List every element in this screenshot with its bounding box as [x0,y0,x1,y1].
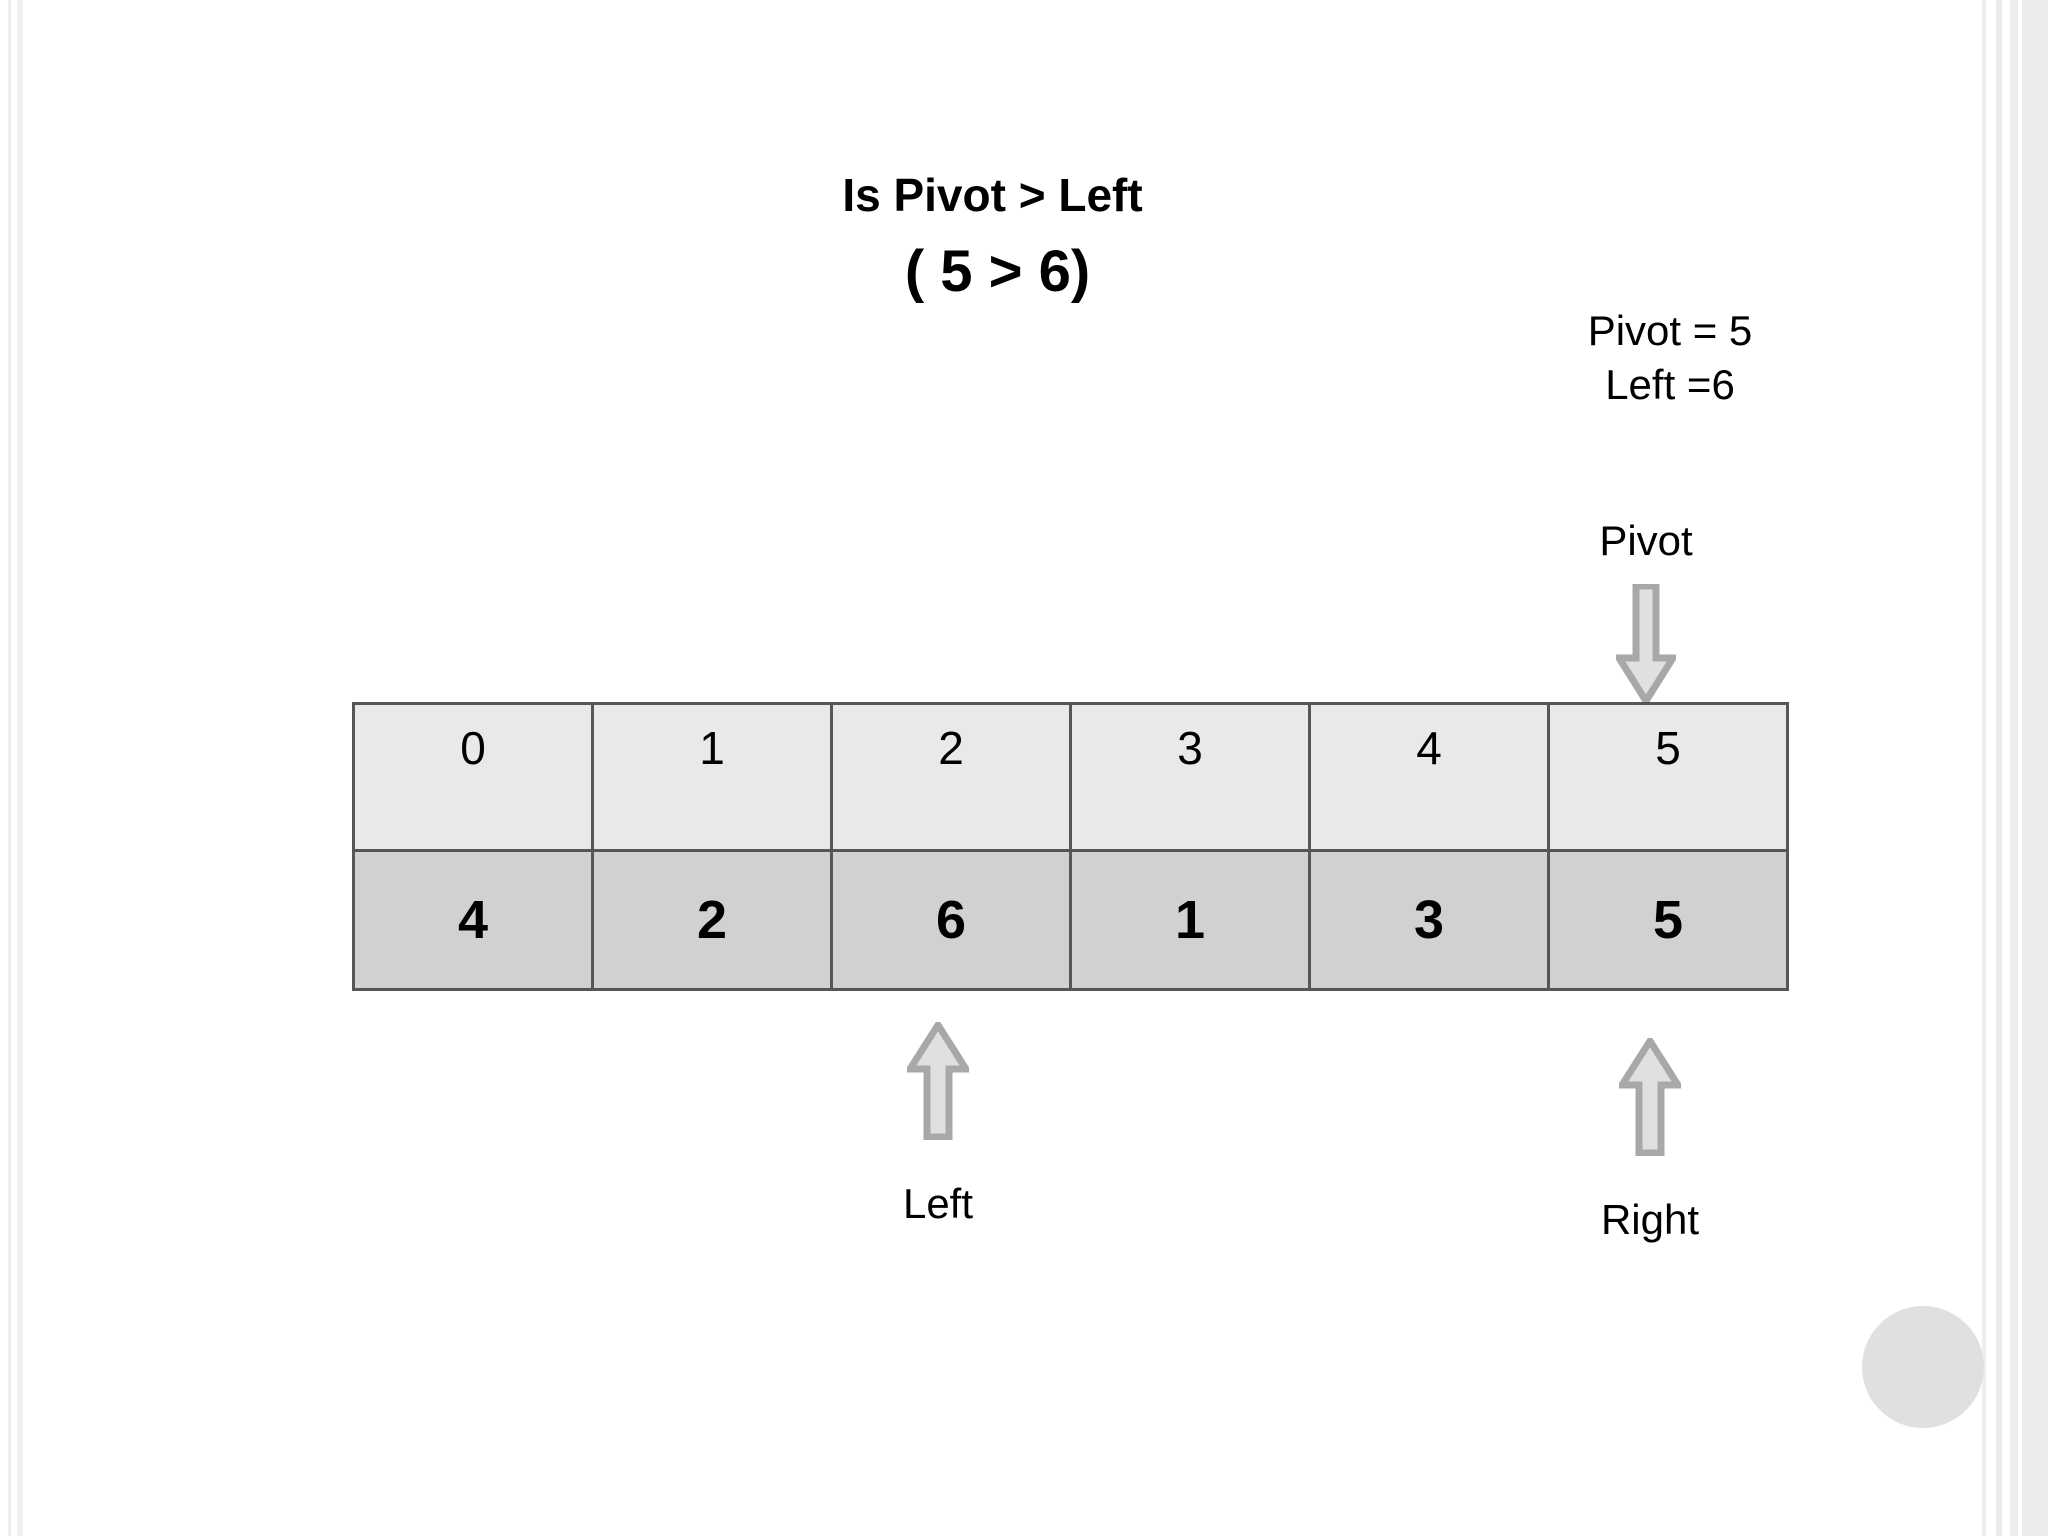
right-pointer-label: Right [1600,1196,1700,1243]
right-pointer: Right [1545,1034,1755,1243]
pivot-pointer-label: Pivot [1599,517,1693,564]
page-edge-line-right-2 [1996,0,2002,1536]
array-index-cell-2[interactable]: 2 [830,702,1072,852]
arrow-up-icon [833,1018,1043,1145]
pivot-left-readout: Pivot = 5 Left =6 [1505,304,1835,412]
array-index-cell-5[interactable]: 5 [1547,702,1789,852]
array-value-cell-3[interactable]: 1 [1069,849,1311,991]
page-title: Is Pivot > Left ( 5 > 6) [0,168,1990,305]
array-value-row: 4 2 6 1 3 5 [352,849,1789,991]
array-index-cell-0[interactable]: 0 [352,702,594,852]
array-index-cell-3[interactable]: 3 [1069,702,1311,852]
array-index-cell-1[interactable]: 1 [591,702,833,852]
array-index-cell-4[interactable]: 4 [1308,702,1550,852]
array-index-row: 0 1 2 3 4 5 [352,702,1789,852]
array-table: 0 1 2 3 4 5 4 2 6 1 3 5 [352,702,1789,991]
arrow-down-icon [1546,582,1746,709]
page-edge-line-left-inner [17,0,23,1536]
page-title-line-2: ( 5 > 6) [904,239,1091,304]
arrow-up-icon [1545,1034,1755,1161]
left-pointer: Left [833,1018,1043,1227]
array-value-cell-1[interactable]: 2 [591,849,833,991]
page-edge-line-left-outer [8,0,11,1536]
page-edge-line-right-1 [1982,0,1986,1536]
array-value-cell-0[interactable]: 4 [352,849,594,991]
page-title-line-1: Is Pivot > Left [842,169,1143,221]
array-value-cell-5[interactable]: 5 [1547,849,1789,991]
page-edge-line-right-4 [2022,0,2048,1536]
readout-pivot-value: Pivot = 5 [1587,307,1753,354]
decorative-circle [1862,1306,1984,1428]
pivot-pointer: Pivot [1546,520,1746,709]
array-value-cell-4[interactable]: 3 [1308,849,1550,991]
left-pointer-label: Left [902,1180,974,1227]
page-edge-line-right-3 [2010,0,2018,1536]
array-value-cell-2[interactable]: 6 [830,849,1072,991]
readout-left-value: Left =6 [1605,360,1735,408]
